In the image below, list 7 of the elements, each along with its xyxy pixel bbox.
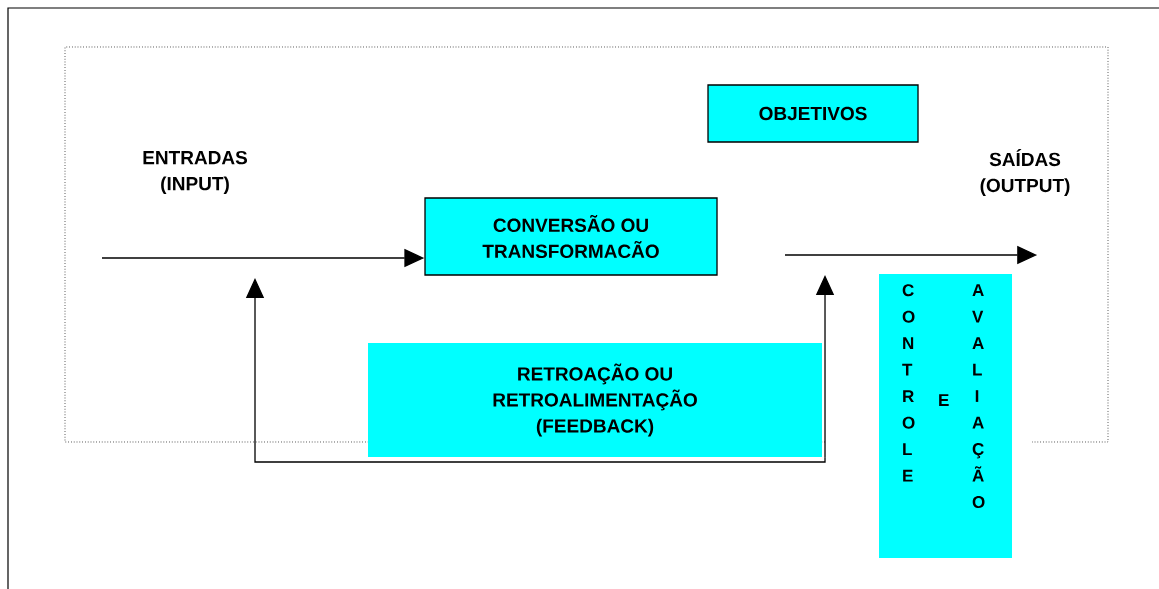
arrow [245,278,826,463]
text-label: ENTRADAS (INPUT) [143,150,247,195]
process-box: RETROAÇÃO OU RETROALIMENTAÇÃO (FEEDBACK) [368,343,822,457]
text-label: SAÍDAS (OUTPUT) [980,149,1070,196]
vertical-text-box: CONTROLE E AVALIAÇÃO [879,274,1012,558]
process-box: CONVERSÃO OU TRANSFORMACÃO [424,197,718,276]
process-box: OBJETIVOS [707,84,919,143]
